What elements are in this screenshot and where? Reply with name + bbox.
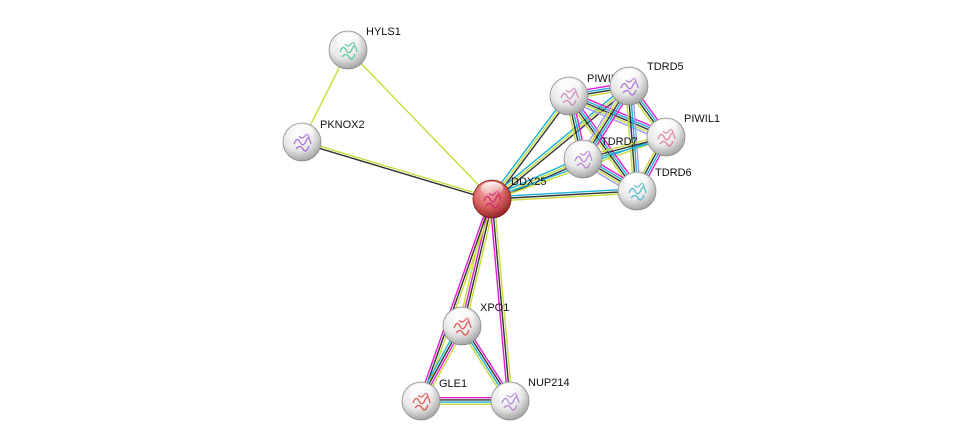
edge-line-textmining: [493, 198, 513, 401]
node-label: GLE1: [439, 378, 467, 390]
edge-line-coexpression: [567, 96, 637, 193]
edge-line-database: [490, 83, 629, 198]
node-highlight: [450, 308, 474, 323]
node-label: XPO1: [480, 302, 509, 314]
node-ddx25[interactable]: DDX25: [472, 176, 546, 219]
node-pknox2[interactable]: PKNOX2: [282, 119, 365, 162]
node-tdrd6[interactable]: TDRD6: [617, 167, 692, 211]
edge-layer: [301, 49, 670, 405]
node-highlight: [617, 68, 641, 83]
edge-line-textmining: [491, 95, 570, 200]
node-hyls1[interactable]: HYLS1: [328, 26, 401, 70]
edge-line-coexpression: [420, 198, 493, 402]
node-label: DDX25: [511, 176, 546, 188]
edge-line-coexpression: [301, 142, 492, 201]
edge-line-experiments: [489, 199, 509, 402]
node-highlight: [480, 181, 504, 196]
node-nup214[interactable]: NUP214: [490, 377, 570, 421]
node-highlight: [336, 32, 360, 47]
edge-line-experiments: [460, 198, 492, 326]
node-highlight: [571, 141, 595, 156]
edge-ddx25-tdrd6[interactable]: [491, 188, 638, 202]
edge-line-textmining: [302, 140, 493, 199]
node-tdrd5[interactable]: TDRD5: [609, 61, 684, 106]
edge-ddx25-nup214[interactable]: [489, 198, 513, 402]
node-highlight: [625, 173, 649, 188]
node-label: TDRD5: [647, 61, 684, 73]
edge-line-experiments: [571, 93, 641, 190]
edge-ddx25-tdrd5[interactable]: [490, 83, 631, 202]
node-highlight: [409, 383, 433, 398]
edge-hyls1-ddx25[interactable]: [347, 49, 493, 200]
edge-line-coexpression: [462, 199, 494, 327]
edge-line-coexpression: [491, 198, 511, 402]
node-xpo1[interactable]: XPO1: [442, 302, 509, 346]
edge-line-textmining: [492, 192, 638, 202]
edge-line-coexpression: [492, 87, 631, 202]
edge-line-database: [489, 94, 568, 199]
node-highlight: [654, 119, 678, 134]
node-label: TDRD7: [601, 136, 638, 148]
node-highlight: [290, 124, 314, 139]
node-highlight: [557, 78, 581, 93]
edge-pknox2-ddx25[interactable]: [301, 140, 493, 201]
node-gle1[interactable]: GLE1: [401, 378, 467, 421]
node-label: PKNOX2: [320, 119, 365, 131]
edge-ddx25-gle1[interactable]: [418, 198, 495, 402]
node-label: NUP214: [528, 377, 570, 389]
node-tdrd7[interactable]: TDRD7: [563, 136, 638, 179]
edge-line-textmining: [458, 198, 490, 326]
edge-line-coexpression: [493, 96, 572, 201]
node-piwil1[interactable]: PIWIL1: [646, 113, 720, 157]
edge-ddx25-xpo1[interactable]: [458, 198, 496, 327]
edge-line-database: [491, 188, 637, 198]
node-highlight: [498, 383, 522, 398]
edge-line-experiments: [418, 198, 491, 401]
edge-line-textmining: [347, 49, 493, 200]
node-label: PIWIL1: [684, 113, 720, 125]
edge-line-textmining: [464, 199, 496, 327]
edge-line-database: [569, 94, 639, 191]
edge-line-coexpression: [491, 190, 638, 200]
node-label: HYLS1: [366, 26, 401, 38]
edge-line-textmining: [491, 85, 630, 200]
node-layer: DDX25HYLS1PKNOX2PIWIL2TDRD5PIWIL1TDRD7TD…: [282, 26, 720, 421]
edge-ddx25-piwil2[interactable]: [489, 94, 572, 201]
node-label: TDRD6: [655, 167, 692, 179]
